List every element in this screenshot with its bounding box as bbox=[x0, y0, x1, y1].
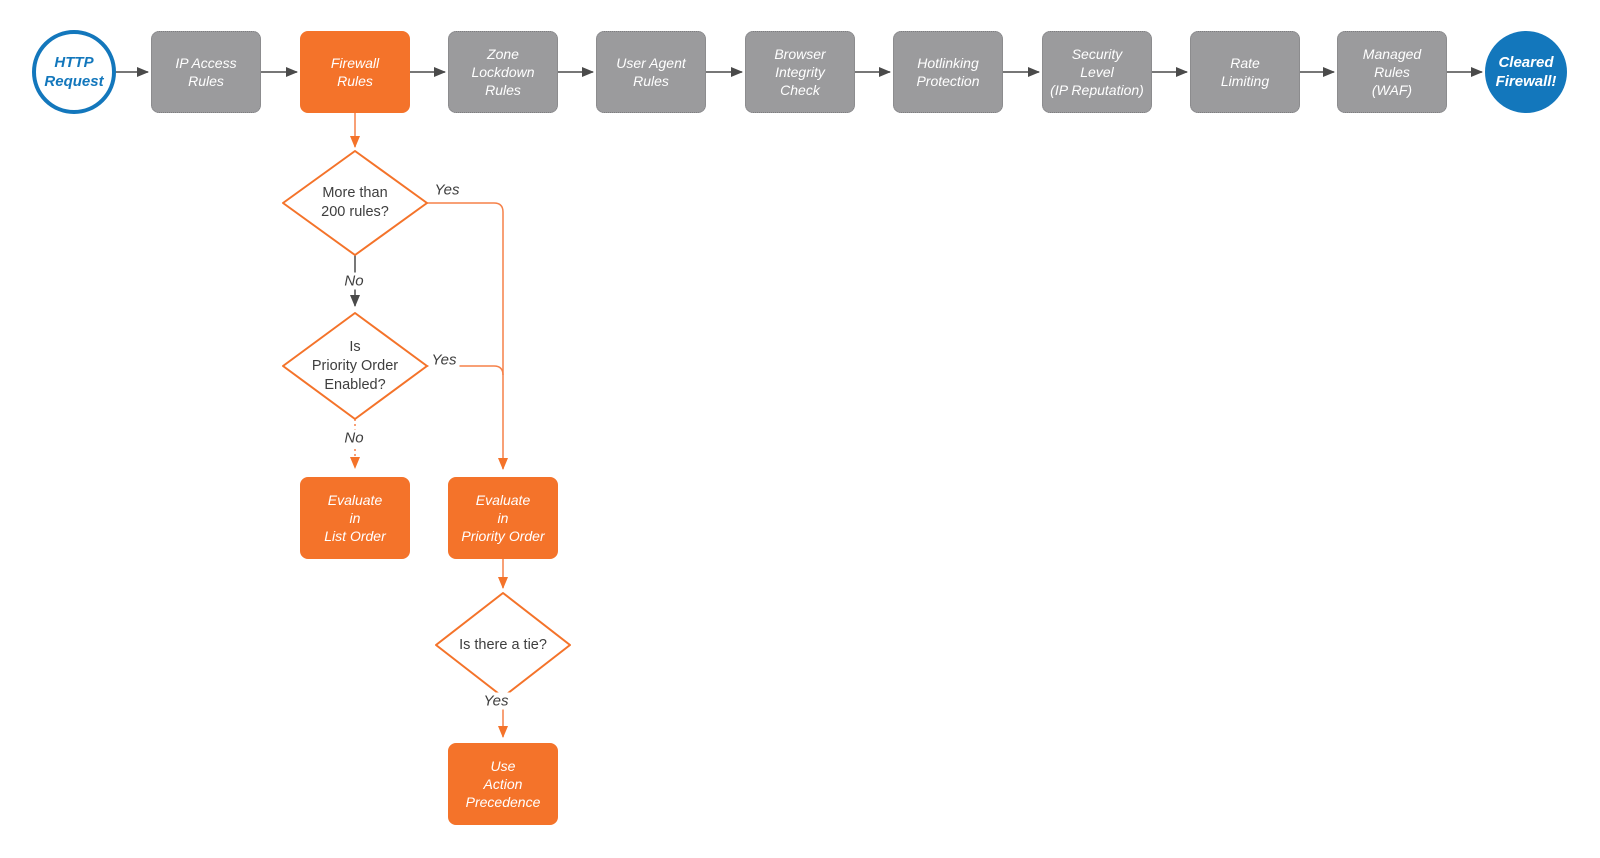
node-cleared-firewall-label: Cleared Firewall! bbox=[1495, 54, 1557, 90]
edge-decision-200-yes-to-priority-order bbox=[427, 202, 508, 470]
node-browser-integrity-check: Browser Integrity Check bbox=[745, 31, 855, 113]
node-zone-lockdown-rules-label: Zone Lockdown Rules bbox=[471, 46, 535, 98]
edge-label-decision-200-yes: Yes bbox=[431, 181, 463, 199]
edge-label-decision-priority-yes: Yes bbox=[428, 351, 460, 369]
edge-label-decision-200-no: No bbox=[341, 272, 367, 290]
node-http-request-label: HTTP Request bbox=[44, 54, 104, 90]
node-evaluate-list-order: Evaluate in List Order bbox=[300, 477, 410, 559]
node-hotlinking-protection: Hotlinking Protection bbox=[893, 31, 1003, 113]
node-managed-rules-waf-label: Managed Rules (WAF) bbox=[1362, 46, 1422, 98]
node-rate-limiting: Rate Limiting bbox=[1190, 31, 1300, 113]
node-use-action-precedence: Use Action Precedence bbox=[448, 743, 558, 825]
node-use-action-precedence-label: Use Action Precedence bbox=[465, 758, 541, 810]
decision-priority-order-shape bbox=[282, 312, 428, 420]
decision-more-than-200-shape bbox=[282, 150, 428, 256]
node-browser-integrity-check-label: Browser Integrity Check bbox=[774, 46, 826, 98]
node-security-level: Security Level (IP Reputation) bbox=[1042, 31, 1152, 113]
edge-label-decision-tie-yes: Yes bbox=[480, 692, 512, 710]
node-rate-limiting-label: Rate Limiting bbox=[1220, 55, 1270, 89]
node-firewall-rules: Firewall Rules bbox=[300, 31, 410, 113]
node-hotlinking-protection-label: Hotlinking Protection bbox=[916, 55, 980, 89]
edge-label-decision-priority-no: No bbox=[341, 429, 367, 447]
node-user-agent-rules: User Agent Rules bbox=[596, 31, 706, 113]
decision-tie-label: Is there a tie? bbox=[459, 636, 547, 653]
node-cleared-firewall: Cleared Firewall! bbox=[1485, 31, 1567, 113]
decision-priority-order-label: Is Priority Order Enabled? bbox=[311, 338, 399, 393]
node-http-request: HTTP Request bbox=[32, 30, 116, 114]
node-ip-access-rules-label: IP Access Rules bbox=[175, 55, 237, 89]
decision-more-than-200-label: More than 200 rules? bbox=[321, 185, 389, 220]
node-evaluate-list-order-label: Evaluate in List Order bbox=[324, 492, 386, 544]
node-evaluate-priority-order: Evaluate in Priority Order bbox=[448, 477, 558, 559]
node-managed-rules-waf: Managed Rules (WAF) bbox=[1337, 31, 1447, 113]
node-security-level-label: Security Level (IP Reputation) bbox=[1050, 46, 1144, 98]
node-ip-access-rules: IP Access Rules bbox=[151, 31, 261, 113]
node-firewall-rules-label: Firewall Rules bbox=[330, 55, 380, 89]
node-user-agent-rules-label: User Agent Rules bbox=[616, 55, 686, 89]
node-zone-lockdown-rules: Zone Lockdown Rules bbox=[448, 31, 558, 113]
edge-decision-priority-yes-join bbox=[427, 365, 504, 376]
node-evaluate-priority-order-label: Evaluate in Priority Order bbox=[461, 492, 545, 544]
